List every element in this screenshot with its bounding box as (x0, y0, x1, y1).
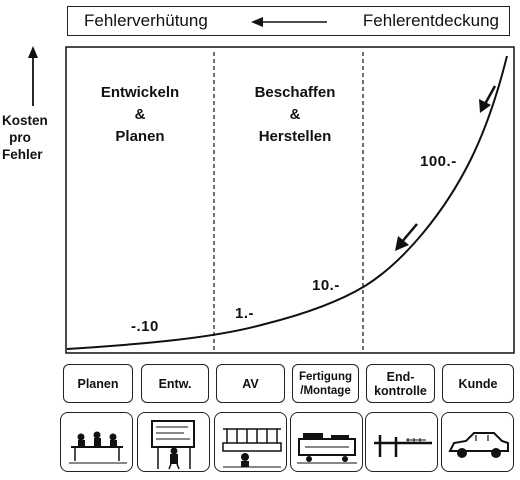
banner-prevention-label: Fehlerverhütung (84, 11, 208, 30)
cost-value-label: 10.- (312, 277, 340, 294)
y-axis-label-line: Kosten (2, 113, 48, 128)
phase-line: Entwickeln (100, 84, 180, 101)
stage-picture-planen (60, 412, 133, 472)
banner-detection-label: Fehlerentdeckung (362, 11, 499, 30)
prevention-detection-banner: Fehlerverhütung Fehlerentdeckung (67, 6, 510, 36)
stage-label: Kunde (458, 376, 498, 391)
stage-picture-av (214, 412, 287, 472)
phase-line: & (289, 106, 301, 123)
phase-label-develop: Entwickeln & Planen (75, 82, 205, 148)
stage-box-endkontrolle: End-kontrolle (366, 364, 435, 403)
engineer-drawing-board-icon (151, 420, 195, 470)
trend-arrow-icon (479, 85, 497, 113)
cost-value-label: -.10 (131, 318, 159, 335)
phase-line: & (134, 106, 146, 123)
stage-label: Planen (77, 376, 119, 391)
car-icon (448, 432, 509, 458)
stage-label: End-kontrolle (374, 369, 427, 398)
y-axis-label-line: pro (9, 130, 31, 145)
cost-curve (66, 55, 508, 350)
plot-canvas (65, 46, 515, 354)
up-arrow-icon (28, 46, 38, 106)
stage-picture-fertigung (290, 412, 363, 472)
phase-line: Planen (115, 128, 165, 145)
stage-picture-entw (137, 412, 210, 472)
caliper-icon (374, 435, 432, 457)
stage-label: AV (242, 376, 259, 391)
left-arrow-icon (251, 17, 327, 27)
stage-box-entw: Entw. (141, 364, 209, 403)
stage-picture-kunde (441, 412, 514, 472)
y-axis-label: Kosten pro Fehler (2, 112, 48, 163)
stage-picture-endkontrolle (365, 412, 438, 472)
stage-box-fertigung: Fertigung /Montage (292, 364, 359, 403)
stage-box-planen: Planen (63, 364, 133, 403)
stage-box-kunde: Kunde (442, 364, 514, 403)
assembly-machine-icon (297, 433, 357, 464)
meeting-table-icon (69, 431, 127, 464)
cost-curve-plot: Entwickeln & Planen Beschaffen & Herstel… (65, 46, 515, 354)
stage-box-av: AV (216, 364, 285, 403)
y-axis-label-line: Fehler (2, 147, 43, 162)
stage-label: Fertigung /Montage (298, 370, 353, 397)
phase-label-produce: Beschaffen & Herstellen (225, 82, 365, 148)
stage-label: Entw. (158, 376, 192, 391)
factory-layout-icon (222, 428, 282, 468)
cost-value-label: 100.- (420, 153, 457, 170)
cost-value-label: 1.- (235, 305, 255, 322)
phase-line: Beschaffen (254, 84, 336, 101)
plot-frame (65, 46, 515, 354)
phase-line: Herstellen (258, 128, 332, 145)
trend-arrow-icon (395, 223, 418, 251)
